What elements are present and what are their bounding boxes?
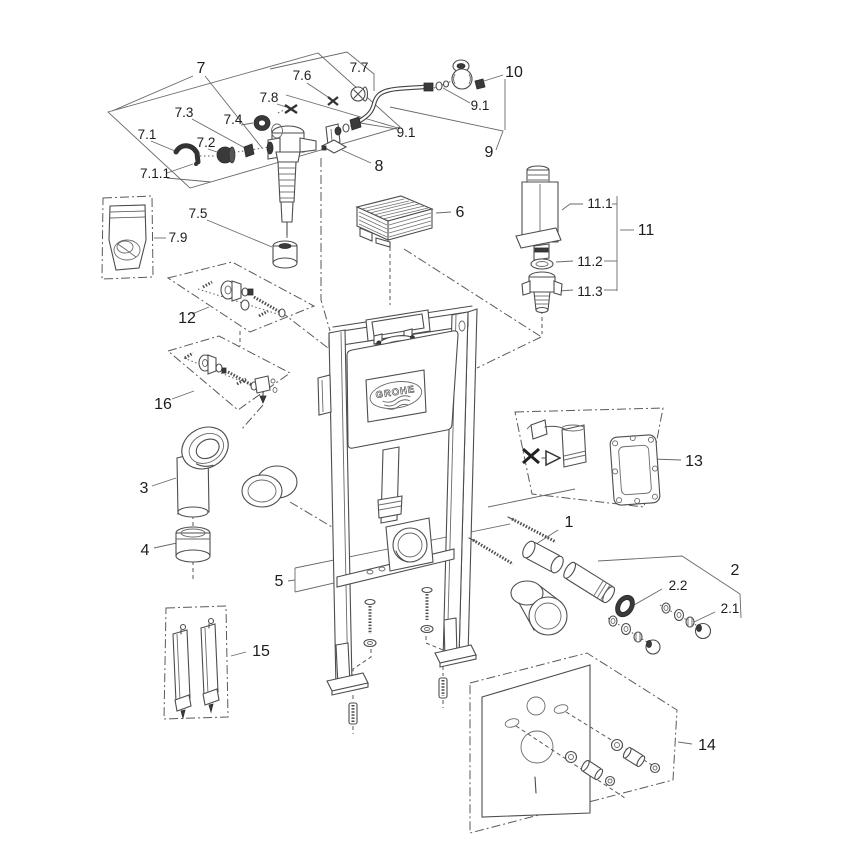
valve-seal-11-2: [530, 258, 554, 270]
grohe-logo: GROHE: [365, 369, 427, 423]
outlet-elbow-pipe-3: [176, 426, 229, 518]
small-parts-chain-lower: [608, 615, 661, 655]
cone-seal-7-3: [243, 143, 255, 158]
part-label-9-1-right: 9.1: [471, 98, 490, 113]
inlet-pipe-9: [349, 80, 450, 131]
screw-7-8: [277, 104, 298, 114]
anchor-bolts: [348, 677, 448, 725]
part-label-2-2: 2.2: [669, 578, 688, 593]
part-label-7-1-1: 7.1.1: [140, 166, 170, 181]
handwheel-7-7: [350, 86, 369, 102]
part-label-16: 16: [154, 396, 172, 413]
valve-cup-7-5: [272, 240, 298, 269]
part-label-4: 4: [141, 542, 150, 559]
flanged-sleeve: [510, 580, 568, 636]
part-label-10: 10: [505, 64, 523, 81]
outlet-cup-4: [175, 526, 211, 563]
valve-knob-7-2: [216, 146, 236, 164]
inlet-elbow-7-1: [173, 143, 201, 166]
part-label-7-5: 7.5: [189, 206, 208, 221]
frame-foot-left: [326, 642, 369, 696]
part-labels: 7 7.6 7.7 7.8 7.3 7.4 7.1 7.2 7.1.1 7.5 …: [138, 60, 740, 754]
bracket-kit-13: [514, 407, 664, 508]
wall-bracket-8: [320, 120, 358, 154]
valve-base-11-3: [521, 271, 563, 314]
mounting-rods-1: [468, 516, 568, 636]
part-label-7-9: 7.9: [169, 230, 188, 245]
angle-valve-10: [451, 59, 486, 90]
part-label-1: 1: [565, 514, 574, 531]
part-label-11-3: 11.3: [577, 284, 602, 299]
part-label-7-7: 7.7: [350, 60, 369, 75]
part-label-2-1: 2.1: [721, 601, 740, 616]
frame-foot-right: [434, 617, 477, 668]
insulation-bolt-upper: [610, 738, 661, 774]
part-label-7-1: 7.1: [138, 127, 157, 142]
part-label-11-1: 11.1: [587, 196, 612, 211]
installation-frame: GROHE: [317, 305, 478, 725]
part-label-2: 2: [731, 562, 740, 579]
fill-valve: [266, 125, 317, 236]
part-label-14: 14: [698, 737, 716, 754]
part-label-7: 7: [197, 60, 206, 77]
part-label-13: 13: [685, 453, 703, 470]
part-label-5: 5: [275, 573, 284, 590]
outlet-pipe-set-2: [563, 561, 712, 655]
part-label-7-8: 7.8: [260, 90, 279, 105]
cross-symbol: [522, 447, 540, 465]
fastener-kit-16: [166, 335, 291, 411]
flush-valve-assembly: [515, 165, 563, 314]
part-label-9: 9: [485, 144, 494, 161]
fastener-kit-12: [166, 261, 316, 333]
screw-7-6: [327, 96, 339, 106]
part-label-6: 6: [456, 204, 465, 221]
small-parts-chain-2-1: [661, 602, 712, 640]
flush-pipe: [377, 446, 403, 524]
insulation-bolt-lower: [564, 750, 616, 787]
outlet-bend: [385, 517, 434, 572]
protective-cover-6: [355, 195, 434, 248]
part-label-15: 15: [252, 643, 270, 660]
part-label-8: 8: [375, 158, 384, 175]
outlet-sleeve-3: [241, 465, 298, 508]
sound-insulation-set-14: [469, 652, 678, 834]
part-label-7-2: 7.2: [197, 135, 216, 150]
service-bag-box-7-9: [101, 195, 154, 280]
part-label-7-4: 7.4: [224, 112, 243, 127]
arrow-symbol: [541, 449, 562, 467]
conversion-brackets-15: [163, 605, 229, 720]
gasket-frame: [609, 434, 661, 506]
seal-rings-7-4: [253, 115, 283, 139]
flush-valve-11-1: [515, 165, 562, 261]
part-label-3: 3: [140, 480, 149, 497]
bracket-strip: [200, 617, 220, 714]
fill-valve-assembly: [101, 86, 369, 280]
seal-ring-2-2: [615, 594, 635, 618]
construction-lines: [107, 51, 742, 745]
fixing-screws: [363, 586, 434, 648]
part-label-11: 11: [638, 222, 655, 239]
bracket-strip: [172, 623, 192, 720]
part-label-7-3: 7.3: [175, 105, 194, 120]
part-label-7-6: 7.6: [293, 68, 312, 83]
part-label-11-2: 11.2: [577, 254, 602, 269]
part-label-9-1-left: 9.1: [397, 125, 416, 140]
part-label-12: 12: [178, 310, 196, 327]
